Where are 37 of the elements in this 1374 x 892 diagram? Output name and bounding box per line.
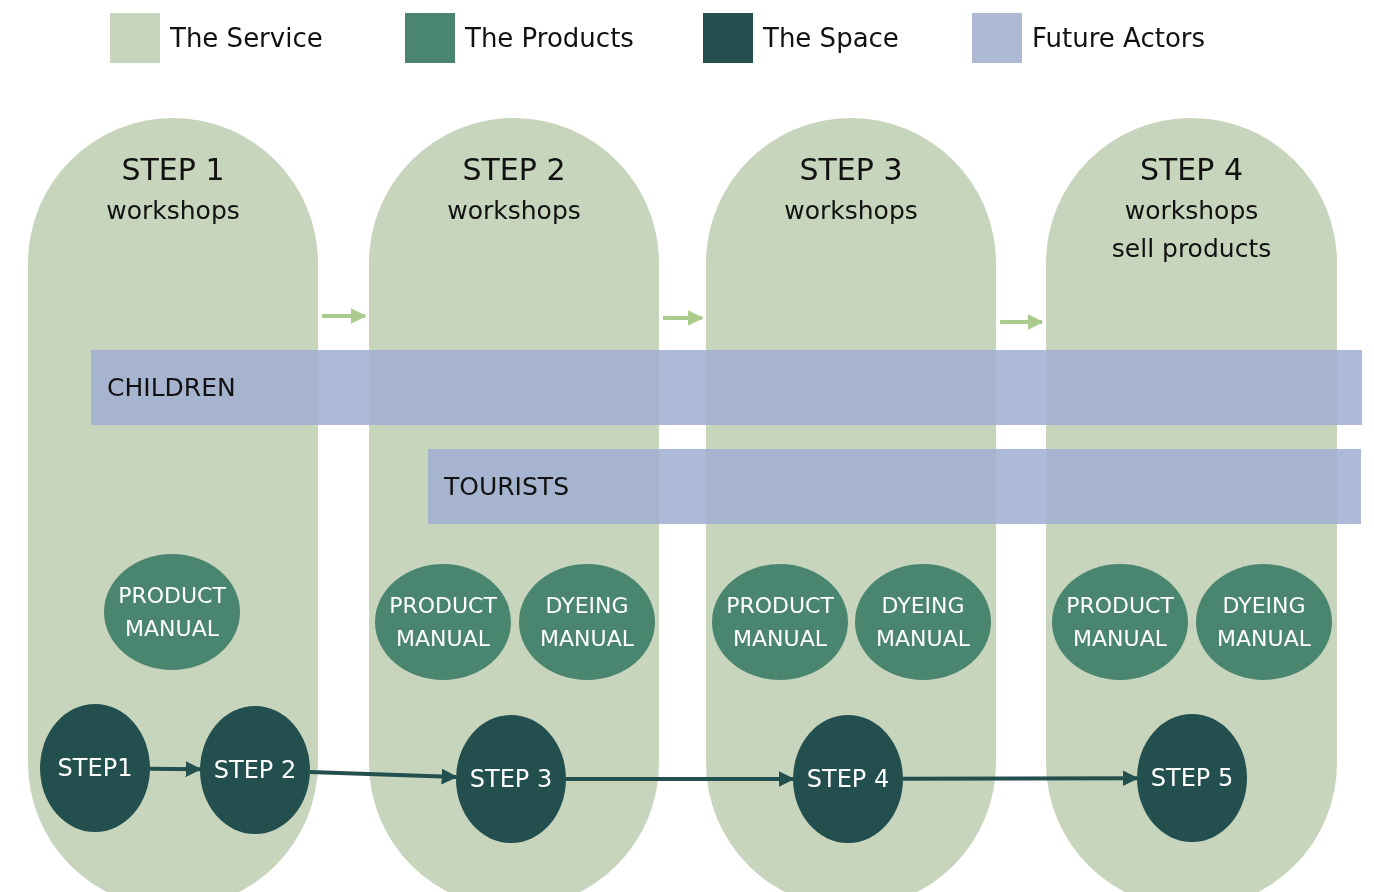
legend-label: The Service (170, 22, 323, 55)
circle-label: STEP1 (57, 752, 133, 784)
actor-label: TOURISTS (444, 472, 569, 501)
arrow (903, 770, 1139, 787)
circle-label: PRODUCT MANUAL (117, 582, 227, 643)
arrow (566, 771, 795, 787)
legend-label: The Products (465, 22, 634, 55)
circle-label: PRODUCT MANUAL (725, 592, 835, 653)
circle-label: DYEING MANUAL (539, 592, 635, 653)
step-title: STEP 3 (799, 151, 903, 189)
arrow (309, 768, 458, 785)
actor-band (428, 449, 1361, 524)
activity-label: workshops (1124, 195, 1259, 227)
legend-label: The Space (763, 22, 899, 55)
step-title: STEP 4 (1139, 151, 1243, 189)
arrow (149, 761, 202, 778)
arrow (322, 308, 367, 324)
circle-label: STEP 2 (213, 754, 297, 786)
step-title: STEP 1 (121, 151, 225, 189)
legend-label: Future Actors (1032, 22, 1206, 55)
circle-label: DYEING MANUAL (1216, 592, 1312, 653)
circle-label: PRODUCT MANUAL (1065, 592, 1175, 653)
circle-label: STEP 5 (1150, 762, 1234, 794)
activity-label: workshops (447, 195, 581, 227)
actor-band (91, 350, 1362, 425)
step-column (28, 118, 318, 892)
activity-label: workshops (106, 195, 240, 227)
activity-label: sell products (1111, 233, 1272, 265)
step-title: STEP 2 (462, 151, 566, 189)
circle-label: STEP 3 (469, 763, 553, 795)
activity-label: workshops (784, 195, 918, 227)
arrow (663, 310, 704, 326)
circle-label: STEP 4 (806, 763, 890, 795)
actor-label: CHILDREN (107, 373, 236, 402)
circle-label: DYEING MANUAL (875, 592, 971, 653)
circle-label: PRODUCT MANUAL (388, 592, 498, 653)
arrow (1000, 314, 1044, 330)
